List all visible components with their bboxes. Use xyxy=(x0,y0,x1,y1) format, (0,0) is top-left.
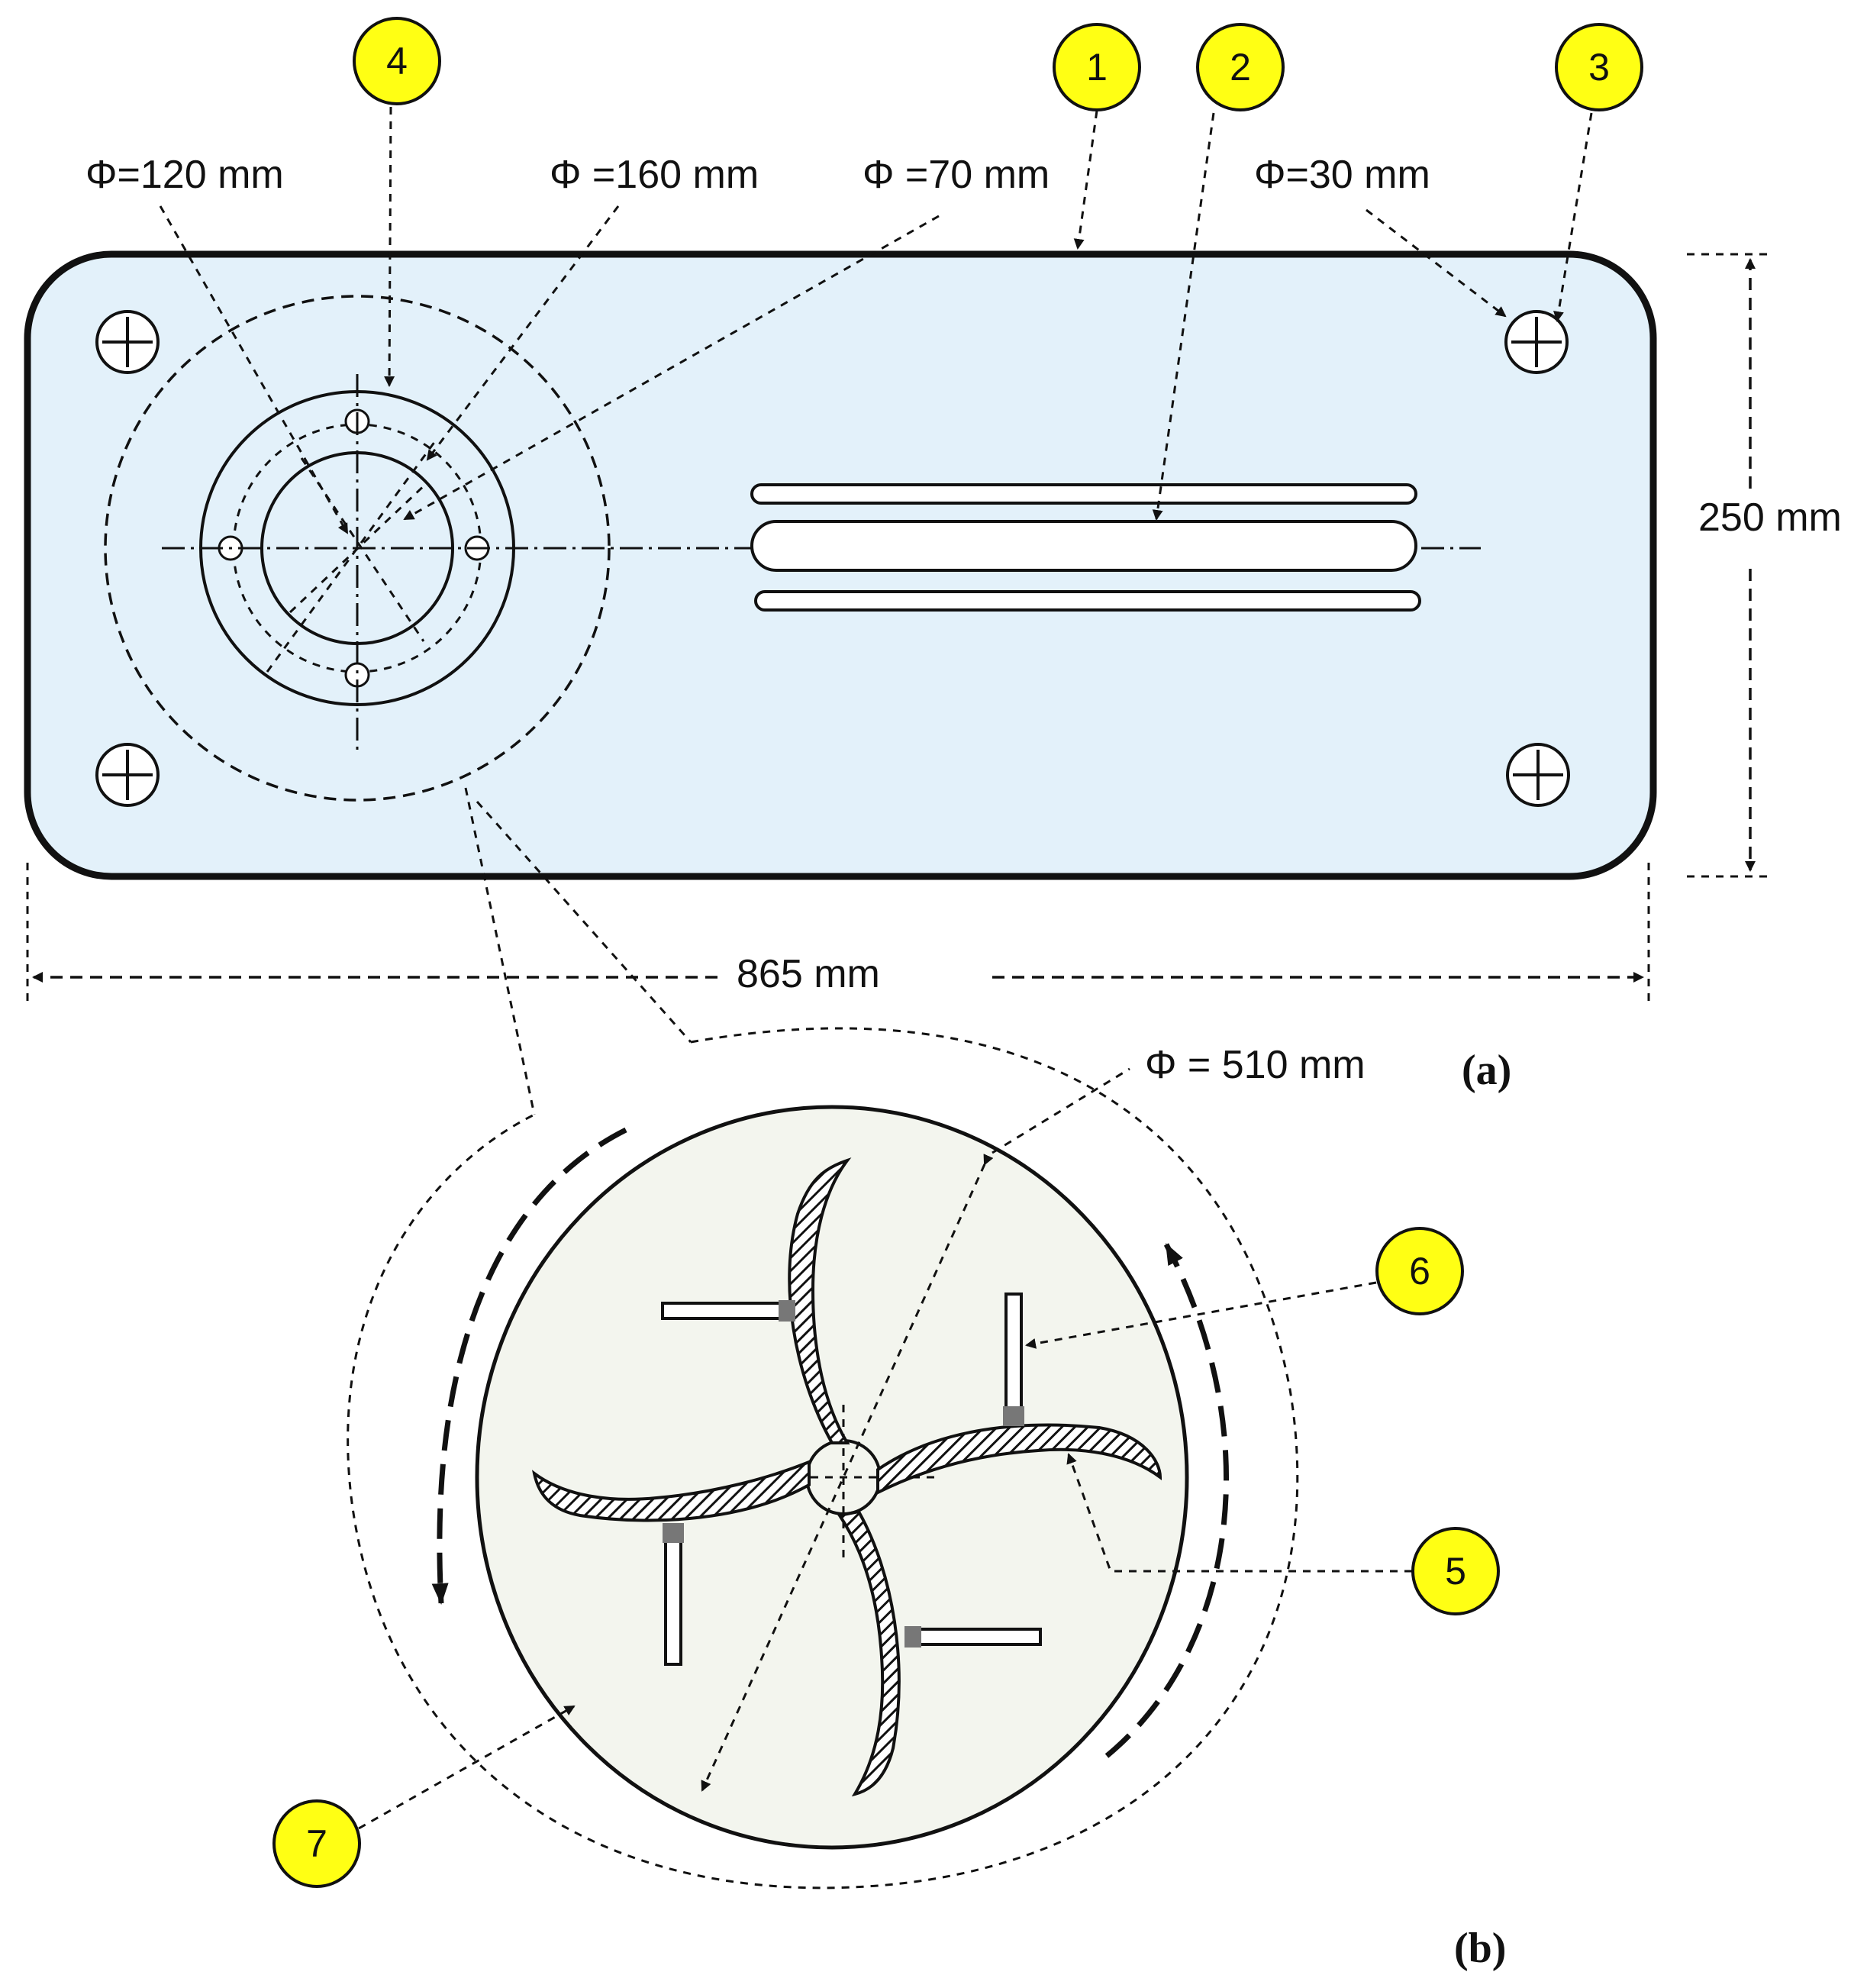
callout-1: 1 xyxy=(1053,23,1141,250)
slot-group xyxy=(750,483,1421,612)
dim-width: 865 mm xyxy=(737,952,880,996)
svg-text:7: 7 xyxy=(306,1822,327,1865)
paddle-bottom-right xyxy=(911,1628,1042,1646)
callout-6: 6 xyxy=(1025,1227,1464,1349)
bolt-hole-bottom-left xyxy=(95,743,160,807)
svg-text:1: 1 xyxy=(1086,46,1108,89)
svg-text:3: 3 xyxy=(1588,46,1610,89)
dim-phi-510: Φ = 510 mm xyxy=(1145,1043,1366,1087)
callout-7: 7 xyxy=(272,1705,576,1888)
svg-text:2: 2 xyxy=(1230,46,1251,89)
dim-phi-30: Φ=30 mm xyxy=(1254,153,1430,197)
callout-2: 2 xyxy=(1152,23,1285,521)
panel-a-label: (a) xyxy=(1462,1047,1511,1094)
panel-b: Φ = 510 mm 5 6 7 (b) xyxy=(272,1027,1506,1972)
dim-height: 250 mm xyxy=(1698,495,1842,540)
dim-phi-70: Φ =70 mm xyxy=(863,153,1050,197)
zoom-line-left xyxy=(464,787,536,1115)
callout-3: 3 xyxy=(1553,23,1643,322)
rotor-footprint-circle xyxy=(104,295,611,802)
paddle-left xyxy=(664,1525,682,1666)
callout-5: 5 xyxy=(1066,1453,1500,1615)
rotation-arrow-left xyxy=(431,1127,627,1605)
bolt-hole-top-left xyxy=(95,310,160,374)
bolt-hole-top-right xyxy=(1504,310,1569,374)
bolt-hole-bottom-right xyxy=(1506,743,1570,807)
dim-line-510 xyxy=(701,1154,994,1792)
panel-b-label: (b) xyxy=(1454,1925,1506,1972)
panel-a: Φ=120 mm Φ =160 mm Φ =70 mm Φ=30 mm 250 … xyxy=(24,17,1842,1115)
dim-phi-160: Φ =160 mm xyxy=(550,153,759,197)
svg-text:5: 5 xyxy=(1445,1550,1466,1593)
callout-4: 4 xyxy=(353,17,441,387)
rotation-arrow-right xyxy=(1104,1243,1229,1758)
detail-enclosure xyxy=(347,1027,1299,1890)
svg-text:6: 6 xyxy=(1409,1250,1430,1293)
zoom-line-right xyxy=(476,801,692,1043)
paddle-top-left xyxy=(661,1302,788,1320)
leaders-panel-a xyxy=(26,205,1771,1008)
svg-text:4: 4 xyxy=(386,40,408,82)
dim-phi-120: Φ=120 mm xyxy=(85,153,284,197)
paddle-right xyxy=(1004,1293,1023,1425)
